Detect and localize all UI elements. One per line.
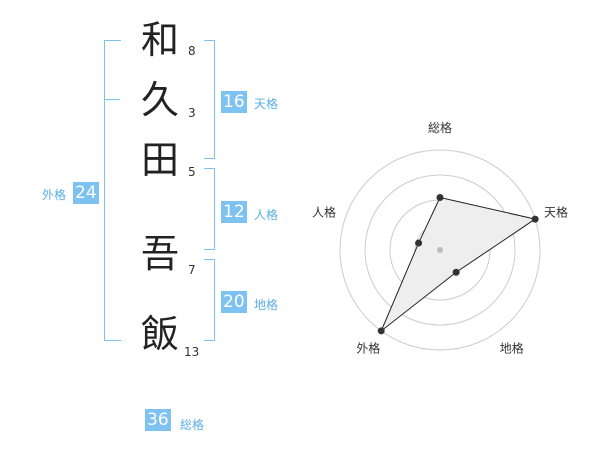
stroke-count-5: 13 — [184, 345, 200, 359]
radar-axis-label-2: 天格 — [544, 204, 568, 219]
radar-axis-label-4: 外格 — [356, 341, 380, 356]
stroke-count-1: 8 — [188, 44, 196, 58]
radar-axis-label-5: 人格 — [312, 204, 336, 219]
radar-ring-4 — [339, 149, 541, 351]
soukaku-value-badge: 36 — [145, 409, 171, 431]
chikaku-value-badge: 20 — [221, 291, 247, 313]
jinkaku-bracket — [204, 168, 215, 250]
radar-point-1 — [436, 194, 444, 201]
soukaku-label: 総格 — [180, 418, 205, 432]
gaikaku-bracket — [104, 40, 121, 341]
radar-point-5 — [415, 239, 423, 247]
radar-point-3 — [452, 268, 460, 276]
chikaku-bracket — [204, 259, 215, 341]
tenkaku-bracket — [204, 40, 215, 159]
gaikaku-label: 外格 — [42, 188, 67, 202]
name-char-4: 吾 — [140, 232, 179, 276]
name-char-2: 久 — [140, 78, 179, 122]
name-char-5: 飯 — [140, 312, 179, 356]
chikaku-label: 地格 — [254, 298, 279, 312]
stroke-count-3: 5 — [188, 165, 196, 179]
radar-center — [437, 247, 443, 253]
tenkaku-value-badge: 16 — [221, 91, 247, 113]
radar-axis-label-3: 地格 — [500, 341, 524, 356]
stroke-count-2: 3 — [188, 106, 196, 120]
radar-points — [377, 194, 539, 335]
tenkaku-label: 天格 — [254, 97, 279, 111]
radar-point-2 — [531, 215, 539, 223]
radar-area — [380, 196, 537, 332]
radar-point-4 — [377, 327, 385, 335]
jinkaku-value-badge: 12 — [221, 201, 247, 223]
jinkaku-label: 人格 — [254, 208, 279, 222]
name-char-3: 田 — [140, 138, 179, 182]
gaikaku-bracket-tick — [104, 99, 120, 100]
radar-ring-3 — [364, 174, 516, 326]
name-char-1: 和 — [140, 18, 179, 62]
gaikaku-value-badge: 24 — [73, 182, 99, 204]
stroke-count-4: 7 — [188, 263, 196, 277]
radar-axis-label-1: 総格 — [428, 120, 452, 135]
